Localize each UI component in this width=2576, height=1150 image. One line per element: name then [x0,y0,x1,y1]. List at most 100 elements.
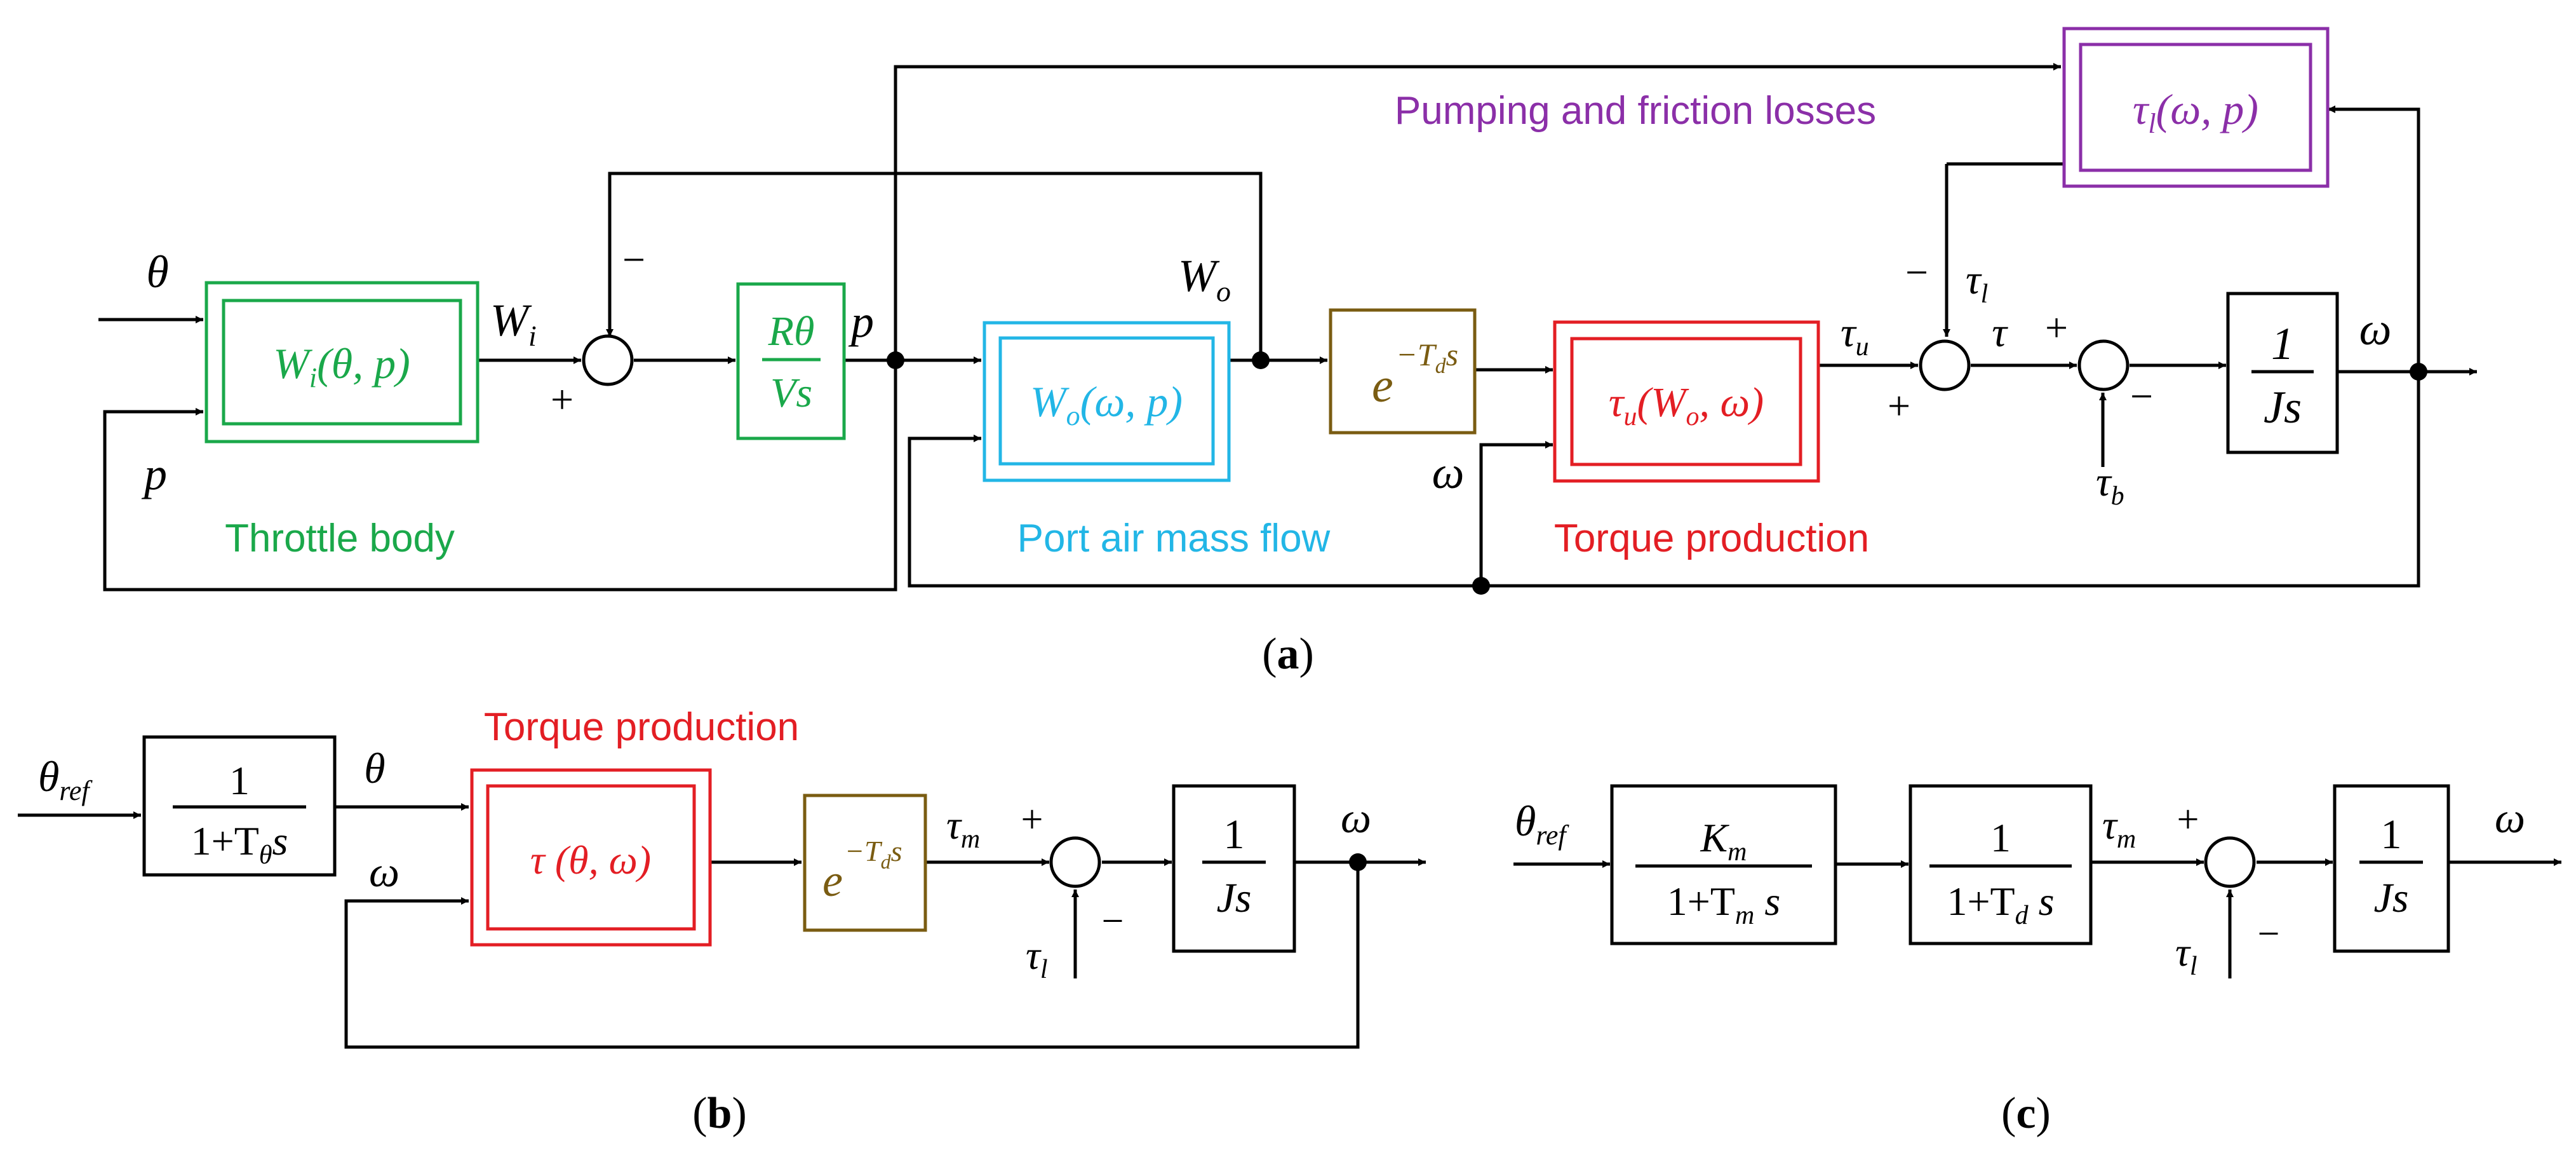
omega-bottom-junction-dot [1472,577,1490,595]
sum2-plus-sign: + [1888,383,1910,428]
integrator-a-denominator: Js [2264,382,2302,433]
b-torque-production-caption: Torque production [484,705,799,749]
omega-to-port-arrow [908,372,2420,588]
omega-feedback-label: ω [1432,447,1465,498]
sum-junction-2 [1919,339,1971,391]
wo-feedback-arrow [606,172,1263,360]
throttle-outer-rect [205,281,480,443]
port-inner-rect [998,336,1215,466]
gain-denominator: Vs [770,370,812,416]
delay-block: e −Tds [1329,308,1477,435]
sum-junction-1 [582,334,634,386]
b-lag-rect [142,735,337,877]
panel-c: Km 1+Tm s 1 1+Td s 1 Js θref τm + − τl ω… [1513,784,2561,1138]
gain-rect [736,282,846,440]
port-function-label: Wo(ω, p) [1030,377,1183,431]
integrator-block-a: 1 Js [2226,292,2339,454]
c-minus-sign: − [2258,912,2280,956]
c-plus-sign: + [2177,798,2199,841]
b-torque-inner-rect [486,784,696,931]
delay-rect [1329,308,1477,435]
p-feedback-arrow [103,408,203,471]
b-theta-ref-label: θref [38,752,93,806]
b-delay-exponent: −Tds [845,835,902,873]
p-junction-dot [887,351,904,369]
b-omega-feedback-arrow [344,862,1360,1049]
panel-c-caption: (c) [2001,1089,2051,1138]
throttle-block: Wi(θ, p) [205,281,480,443]
b-omega-feedback-label: ω [369,848,399,896]
c-integrator-denominator: Js [2374,875,2409,921]
tau-label-a: τ [1992,309,2008,356]
port-outer-rect [983,321,1231,482]
b-tau-l-label: τl [1026,933,1048,984]
tau-b-label: τb [2096,459,2124,511]
port-block: Wo(ω, p) [983,321,1231,482]
b-tau-m-label: τm [946,802,980,854]
delay-base: e [1372,359,1393,412]
b-theta-label: θ [364,744,385,792]
throttle-function-label: Wi(θ, p) [273,339,410,393]
panel-b: 1 1+Tθs τ (θ, ω) e −Tds 1 Js θref θ ω τm… [18,705,1426,1138]
sum3-plus-sign: + [2045,305,2068,350]
losses-function-label: τl(ω, p) [2133,85,2258,139]
c-integrator-numerator: 1 [2381,811,2402,858]
torque-block: τu(Wo, ω) [1553,320,1820,483]
c-integrator-rect [2333,784,2450,953]
c-lag-rect [1909,784,2093,945]
c-lag-denominator: 1+Td s [1947,879,2054,930]
gain-numerator: Rθ [768,308,815,355]
c-tau-m-label: τm [2102,802,2136,854]
gain-block: Rθ Vs [736,282,846,440]
c-omega-output-label: ω [2495,794,2525,842]
c-gain-denominator: 1+Tm s [1667,879,1780,930]
losses-block: τl(ω, p) [2062,27,2330,188]
sum2-minus-sign: − [1905,250,1928,295]
torque-function-label: τu(Wo, ω) [1609,379,1764,431]
b-torque-block: τ (θ, ω) [470,768,712,947]
b-torque-outer-rect [470,768,712,947]
b-delay-block: e −Tds [803,794,927,932]
wi-signal-label: Wi [490,295,537,352]
c-sum-junction [2204,836,2256,888]
b-integrator-rect [1172,784,1296,953]
panel-a-signal-lines [98,63,2477,592]
b-minus-sign: − [1102,900,1124,943]
port-air-mass-flow-caption: Port air mass flow [1017,517,1331,560]
sum3-minus-sign: − [2130,374,2153,419]
c-lag-numerator: 1 [1990,815,2011,860]
b-lag-denominator: 1+Tθs [191,818,288,870]
p-input-label: p [141,449,167,499]
throttle-body-caption: Throttle body [225,517,455,560]
wo-junction-dot [1252,351,1270,369]
panel-a: Wi(θ, p) Rθ Vs Wo(ω, p) e −Tds τu(Wo, ω) [98,27,2477,679]
torque-inner-rect [1570,337,1802,466]
wo-signal-label: Wo [1178,250,1231,308]
b-plus-sign: + [1021,798,1043,841]
panel-a-caption: (a) [1262,630,1314,679]
p-return-line [103,360,897,592]
tau-u-label: τu [1841,309,1869,362]
c-theta-ref-label: θref [1515,797,1569,851]
c-integrator-block: 1 Js [2333,784,2450,953]
losses-outer-rect [2062,27,2330,188]
sum-junction-3 [2077,339,2130,391]
b-sum-junction [1049,836,1101,888]
omega-to-torque-arrow [1479,441,1553,586]
panel-c-signal-lines [1513,858,2561,978]
tau-l-label-a: τl [1966,257,1988,309]
pumping-friction-losses-caption: Pumping and friction losses [1395,89,1876,133]
c-gain-rect [1610,784,1837,945]
integrator-a-rect [2226,292,2339,454]
omega-junction-dot [2410,363,2427,381]
integrator-a-numerator: 1 [2271,318,2294,369]
panel-b-signal-lines [18,803,1426,1049]
b-delay-base: e [822,855,843,906]
b-integrator-numerator: 1 [1224,811,1245,858]
b-torque-function-label: τ (θ, ω) [530,837,651,883]
sum1-minus-sign: − [622,237,645,282]
c-tau-l-label: τl [2175,930,2197,981]
b-lag-numerator: 1 [229,758,250,803]
panel-b-caption: (b) [692,1089,747,1138]
theta-input-label: θ [146,247,168,297]
